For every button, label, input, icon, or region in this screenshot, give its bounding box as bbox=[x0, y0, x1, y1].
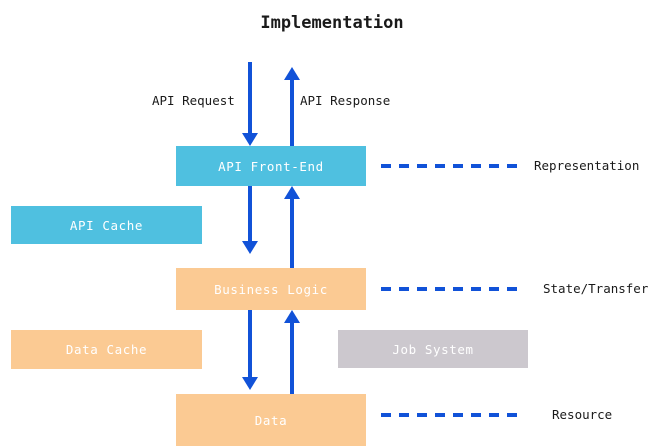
arrow-business-to-data-head-down-icon bbox=[242, 377, 258, 390]
arrow-business-to-data-shaft bbox=[248, 310, 252, 378]
arrow-business-to-frontend-shaft bbox=[290, 199, 294, 268]
dashed-connector-representation bbox=[381, 164, 521, 168]
layer-label-state-transfer: State/Transfer bbox=[543, 281, 649, 296]
node-business-logic[interactable]: Business Logic bbox=[176, 268, 366, 310]
flow-label-api-response: API Response bbox=[300, 93, 391, 108]
arrow-api-response-shaft bbox=[290, 80, 294, 146]
arrow-frontend-to-business-head-down-icon bbox=[242, 241, 258, 254]
node-job-system[interactable]: Job System bbox=[338, 330, 528, 368]
arrow-data-to-business-shaft bbox=[290, 323, 294, 394]
layer-label-representation: Representation bbox=[534, 158, 640, 173]
dashed-connector-state-transfer bbox=[381, 287, 521, 291]
flow-label-api-request: API Request bbox=[152, 93, 235, 108]
arrow-data-to-business-head-up-icon bbox=[284, 310, 300, 323]
node-api-front-end[interactable]: API Front-End bbox=[176, 146, 366, 186]
arrow-frontend-to-business-shaft bbox=[248, 186, 252, 242]
page-title: Implementation bbox=[260, 13, 404, 33]
layer-label-resource: Resource bbox=[552, 407, 613, 422]
arrow-api-request-shaft bbox=[248, 62, 252, 134]
node-data-cache[interactable]: Data Cache bbox=[11, 330, 202, 369]
arrow-business-to-frontend-head-up-icon bbox=[284, 186, 300, 199]
node-api-cache[interactable]: API Cache bbox=[11, 206, 202, 244]
node-data[interactable]: Data bbox=[176, 394, 366, 446]
arrow-api-request-head-down-icon bbox=[242, 133, 258, 146]
arrow-api-response-head-up-icon bbox=[284, 67, 300, 80]
dashed-connector-resource bbox=[381, 413, 521, 417]
